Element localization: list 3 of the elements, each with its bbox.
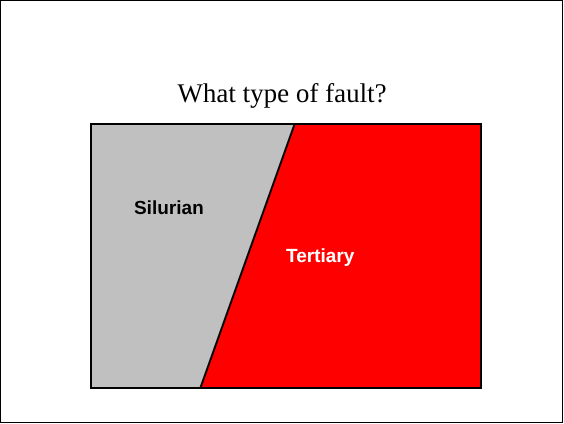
slide-title: What type of fault? (177, 80, 387, 107)
unit-label: Tertiary (286, 247, 354, 266)
unit-label: Silurian (134, 199, 204, 218)
